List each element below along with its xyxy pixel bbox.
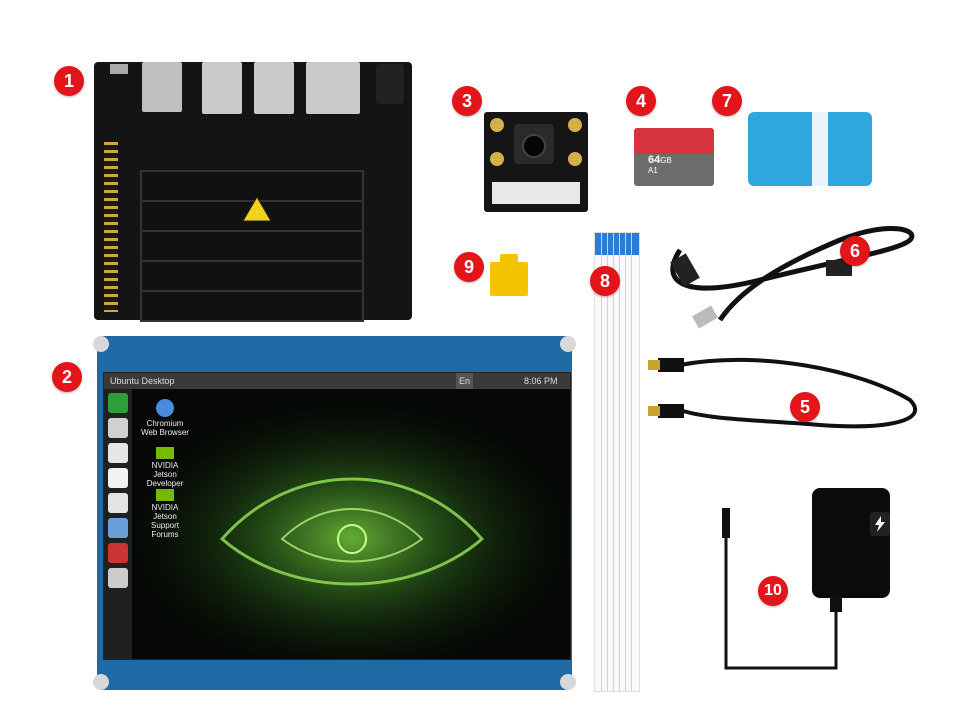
mount-hole: [93, 674, 109, 690]
badge-10: 10: [758, 576, 788, 606]
usb-card-reader: [748, 112, 872, 186]
power-cable: [722, 508, 842, 670]
cables: [648, 225, 918, 429]
launcher-app-icon[interactable]: [108, 518, 128, 538]
launcher: [104, 389, 132, 659]
sd-capacity: 64: [648, 154, 661, 166]
dc-jack: [376, 64, 404, 104]
ribbon-connector: [492, 182, 580, 204]
badge-1: 1: [54, 66, 84, 96]
desktop-icon-forums[interactable]: NVIDIA Jetson Support Forums: [140, 489, 190, 539]
hdmi-cable: [679, 357, 918, 429]
clock: 8:06 PM: [524, 376, 558, 386]
launcher-app-icon[interactable]: [108, 493, 128, 513]
sd-unit: GB: [660, 156, 672, 165]
window-title: Ubuntu Desktop: [110, 376, 175, 386]
heatsink: [140, 170, 364, 322]
launcher-app-icon[interactable]: [108, 418, 128, 438]
desktop-icon-label: NVIDIA Jetson Support Forums: [150, 503, 180, 539]
usb-port: [306, 62, 360, 114]
gpio-header: [104, 142, 118, 312]
usb-cable: [670, 225, 915, 322]
launcher-app-icon[interactable]: [108, 468, 128, 488]
wallpaper: [132, 389, 570, 659]
language-indicator[interactable]: En: [456, 373, 474, 389]
mount-hole: [93, 336, 109, 352]
sd-class: A1: [648, 166, 658, 175]
mount-hole: [560, 336, 576, 352]
usb-port: [202, 62, 242, 114]
badge-4: 4: [626, 86, 656, 116]
ethernet-port: [142, 62, 182, 112]
badge-6: 6: [840, 236, 870, 266]
desktop-icon-chromium[interactable]: Chromium Web Browser: [140, 399, 190, 437]
badge-8: 8: [590, 266, 620, 296]
launcher-app-icon[interactable]: [108, 443, 128, 463]
badge-9: 9: [454, 252, 484, 282]
camera-lens: [514, 124, 554, 164]
usb-port: [254, 62, 294, 114]
launcher-app-icon[interactable]: [108, 393, 128, 413]
lcd-screen: Ubuntu Desktop En 8:06 PM Chromium Web B…: [103, 372, 571, 660]
ribbon-cable: [594, 232, 640, 692]
micro-usb-port: [110, 64, 128, 74]
top-panel: Ubuntu Desktop En 8:06 PM: [104, 373, 570, 389]
jumper-cap: [490, 254, 528, 296]
badge-2: 2: [52, 362, 82, 392]
microsd-card: 64GB A1: [634, 128, 714, 186]
launcher-app-icon[interactable]: [108, 543, 128, 563]
launcher-app-icon[interactable]: [108, 568, 128, 588]
desktop-icon-label: Chromium Web Browser: [141, 419, 189, 437]
lightning-icon: [875, 516, 885, 532]
power-adapter: [812, 488, 890, 598]
camera-module: [484, 112, 588, 212]
badge-5: 5: [790, 392, 820, 422]
warning-icon: [242, 196, 272, 222]
badge-7: 7: [712, 86, 742, 116]
mount-hole: [560, 674, 576, 690]
badge-3: 3: [452, 86, 482, 116]
